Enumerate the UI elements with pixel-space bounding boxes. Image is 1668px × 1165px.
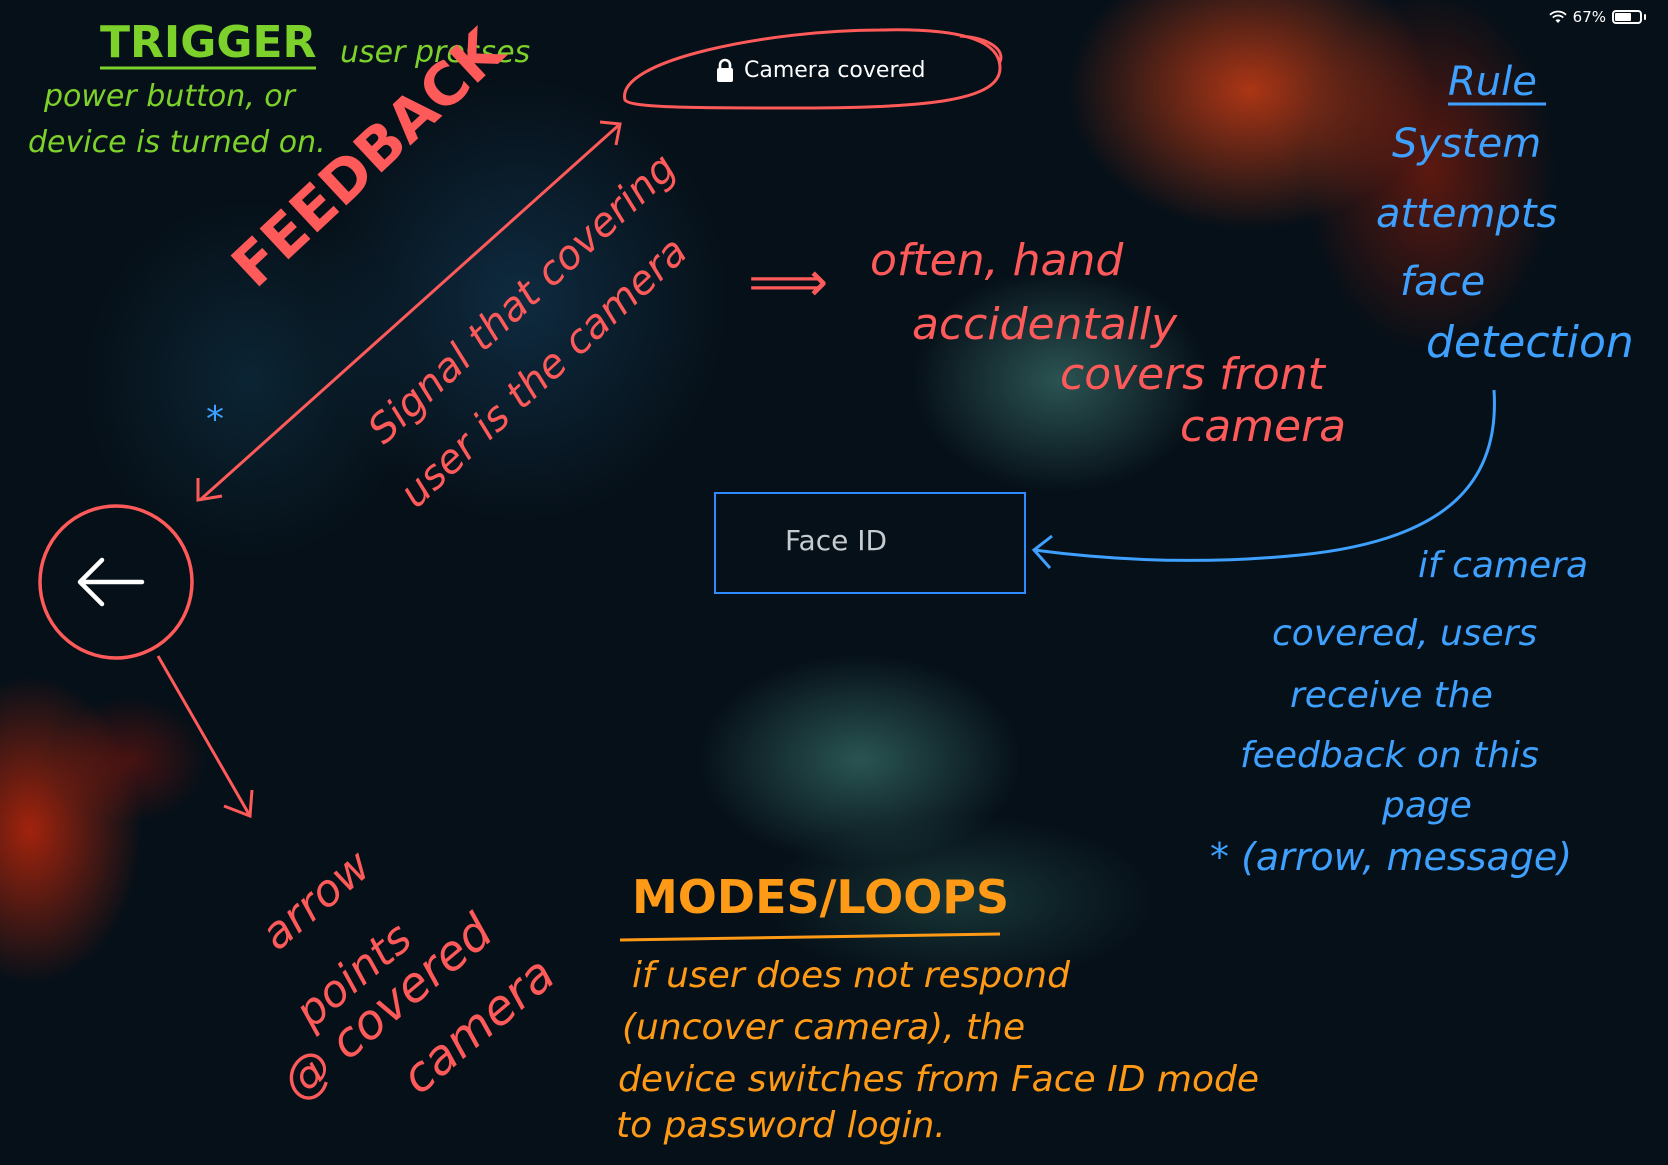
face-id-highlight-box (714, 492, 1026, 594)
rule-line-2: attempts (1376, 191, 1558, 237)
wifi-icon (1549, 10, 1567, 23)
camera-covered-label: Camera covered (744, 57, 926, 83)
battery-percent: 67% (1572, 8, 1606, 26)
often-line-1: often, hand (870, 235, 1124, 286)
often-line-4: camera (1180, 401, 1347, 452)
if-camera-line-2: covered, users (1272, 613, 1538, 654)
rule-title: Rule (1448, 59, 1537, 105)
modes-line-2: (uncover camera), the (622, 1007, 1026, 1048)
arrow-left-icon[interactable] (70, 552, 150, 612)
if-camera-line-5: page (1382, 785, 1472, 826)
if-camera-line-1: if camera (1418, 545, 1589, 586)
battery-cap (1644, 14, 1646, 20)
rule-line-3: face (1400, 259, 1486, 305)
modes-line-3: device switches from Face ID mode (618, 1059, 1260, 1100)
trigger-text-3: device is turned on. (28, 125, 326, 160)
if-camera-line-3: receive the (1290, 675, 1493, 716)
lock-icon (717, 58, 733, 82)
rule-line-1: System (1392, 121, 1542, 167)
often-line-2: accidentally (912, 299, 1178, 350)
battery-icon (1612, 10, 1642, 24)
trigger-title: TRIGGER (100, 17, 317, 68)
trigger-text-2: power button, or (44, 79, 295, 114)
often-arrow: ⟹ (748, 250, 829, 315)
status-bar: 67% (1549, 8, 1646, 26)
feedback-star: * (206, 399, 224, 440)
face-id-label: Face ID (785, 524, 888, 557)
modes-title: MODES/LOOPS (632, 870, 1010, 924)
modes-line-4: to password login. (616, 1105, 946, 1146)
if-camera-line-4: feedback on this (1240, 735, 1539, 776)
modes-line-1: if user does not respond (632, 955, 1070, 996)
often-line-3: covers front (1060, 349, 1325, 400)
rule-line-4: detection (1426, 317, 1634, 368)
if-camera-line-6: * (arrow, message) (1210, 835, 1573, 879)
trigger-text-1: user presses (340, 35, 531, 70)
camera-covered-message: Camera covered (716, 52, 926, 88)
